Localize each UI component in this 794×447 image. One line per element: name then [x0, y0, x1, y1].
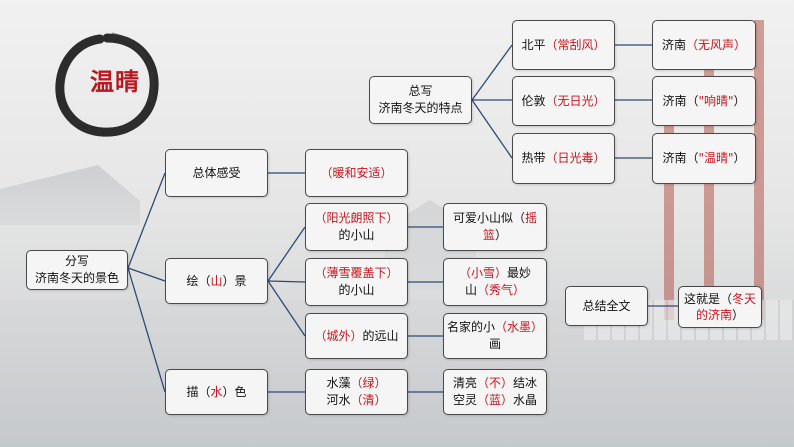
root-line1: 分写	[64, 254, 89, 268]
compare-city-1: 北平（常刮风）	[512, 20, 615, 70]
conclusion-answer-node: 这就是（冬天的济南）	[678, 286, 762, 328]
page-title: 温晴	[90, 67, 140, 96]
conclusion-label-node: 总结全文	[565, 286, 648, 326]
overall-answer: （暖和安适）	[320, 165, 393, 180]
water-right-node: 清亮（不）结冰 空灵（蓝）水晶	[443, 369, 547, 415]
overall-answer-node: （暖和安适）	[305, 149, 408, 197]
water-key: 水	[210, 384, 223, 399]
mountain-detail-3: 名家的小（水墨） 画	[443, 313, 547, 359]
mountain-item-3: （城外）的远山	[305, 313, 408, 359]
mountain-detail-2: （小雪）最妙 山（秀气）	[443, 258, 547, 306]
mountain-key: 山	[210, 273, 223, 288]
ink-circle-icon	[55, 32, 159, 137]
water-node: 描（水）色	[165, 369, 268, 415]
compare-jinan-3: 济南（"温晴"）	[652, 133, 756, 184]
root-node-scenery: 分写 济南冬天的景色	[26, 250, 128, 290]
compare-city-3: 热带（日光毒）	[512, 133, 615, 184]
mountain-item-2: （薄雪覆盖下） 的小山	[305, 258, 408, 306]
mountain-detail-1: 可爱小山似（摇篮）	[443, 203, 547, 251]
water-left-node: 水藻（绿） 河水（清）	[305, 369, 408, 415]
overall-feeling-node: 总体感受	[165, 149, 268, 197]
compare-jinan-1: 济南（无风声）	[652, 20, 756, 70]
summary-node: 总写 济南冬天的特点	[369, 76, 472, 124]
compare-jinan-2: 济南（"响晴"）	[652, 76, 756, 126]
mountain-node: 绘（山）景	[165, 258, 268, 304]
conclusion-key: 冬天的济南	[695, 292, 757, 322]
compare-city-2: 伦敦（无日光）	[512, 76, 615, 126]
root-line2: 济南冬天的景色	[34, 271, 119, 285]
mountain-item-1: （阳光朗照下） 的小山	[305, 203, 408, 251]
overall-feeling-label: 总体感受	[192, 165, 241, 180]
